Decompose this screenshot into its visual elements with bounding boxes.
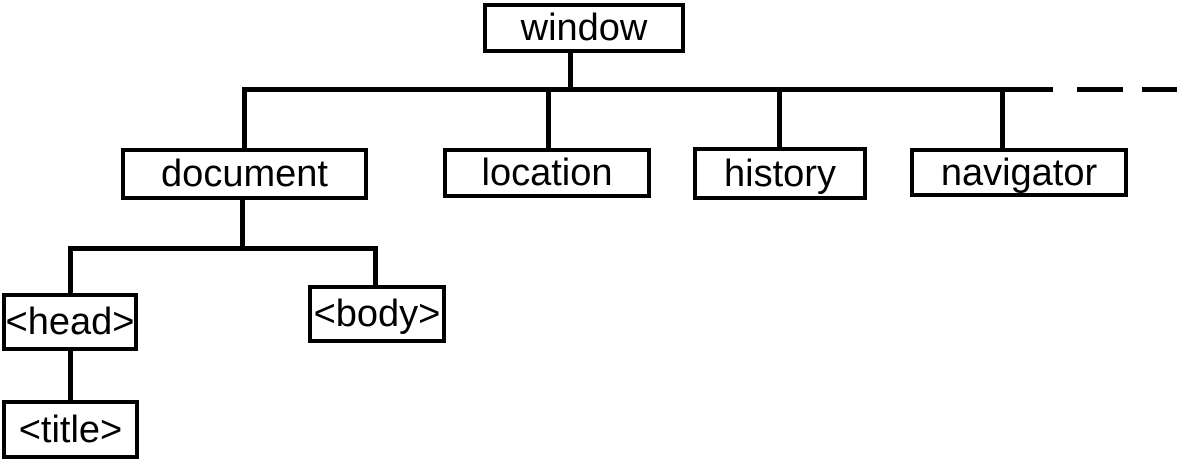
node-navigator: navigator (910, 148, 1128, 197)
node-history: history (693, 147, 867, 200)
connector-document-to-bus (240, 198, 245, 251)
node-title: <title> (2, 400, 139, 459)
connector-bus-to-history (777, 90, 782, 147)
connector-bus-to-body (373, 249, 378, 287)
node-body: <body> (308, 285, 446, 343)
node-window: window (483, 3, 685, 53)
connector-bus-dash-2 (1142, 87, 1177, 92)
connector-bus-to-location (546, 90, 551, 148)
node-location: location (443, 148, 651, 198)
connector-bus-to-document (242, 90, 247, 148)
connector-window-to-bus (568, 51, 573, 92)
connector-bus-to-navigator (1000, 90, 1005, 148)
node-head: <head> (2, 293, 138, 351)
connector-bus-to-head (68, 249, 73, 295)
connector-window-children-bus (242, 87, 1053, 92)
node-document: document (121, 148, 368, 200)
connector-bus-dash-1 (1077, 87, 1123, 92)
connector-document-children-bus (68, 246, 378, 251)
connector-head-to-title (68, 349, 73, 402)
